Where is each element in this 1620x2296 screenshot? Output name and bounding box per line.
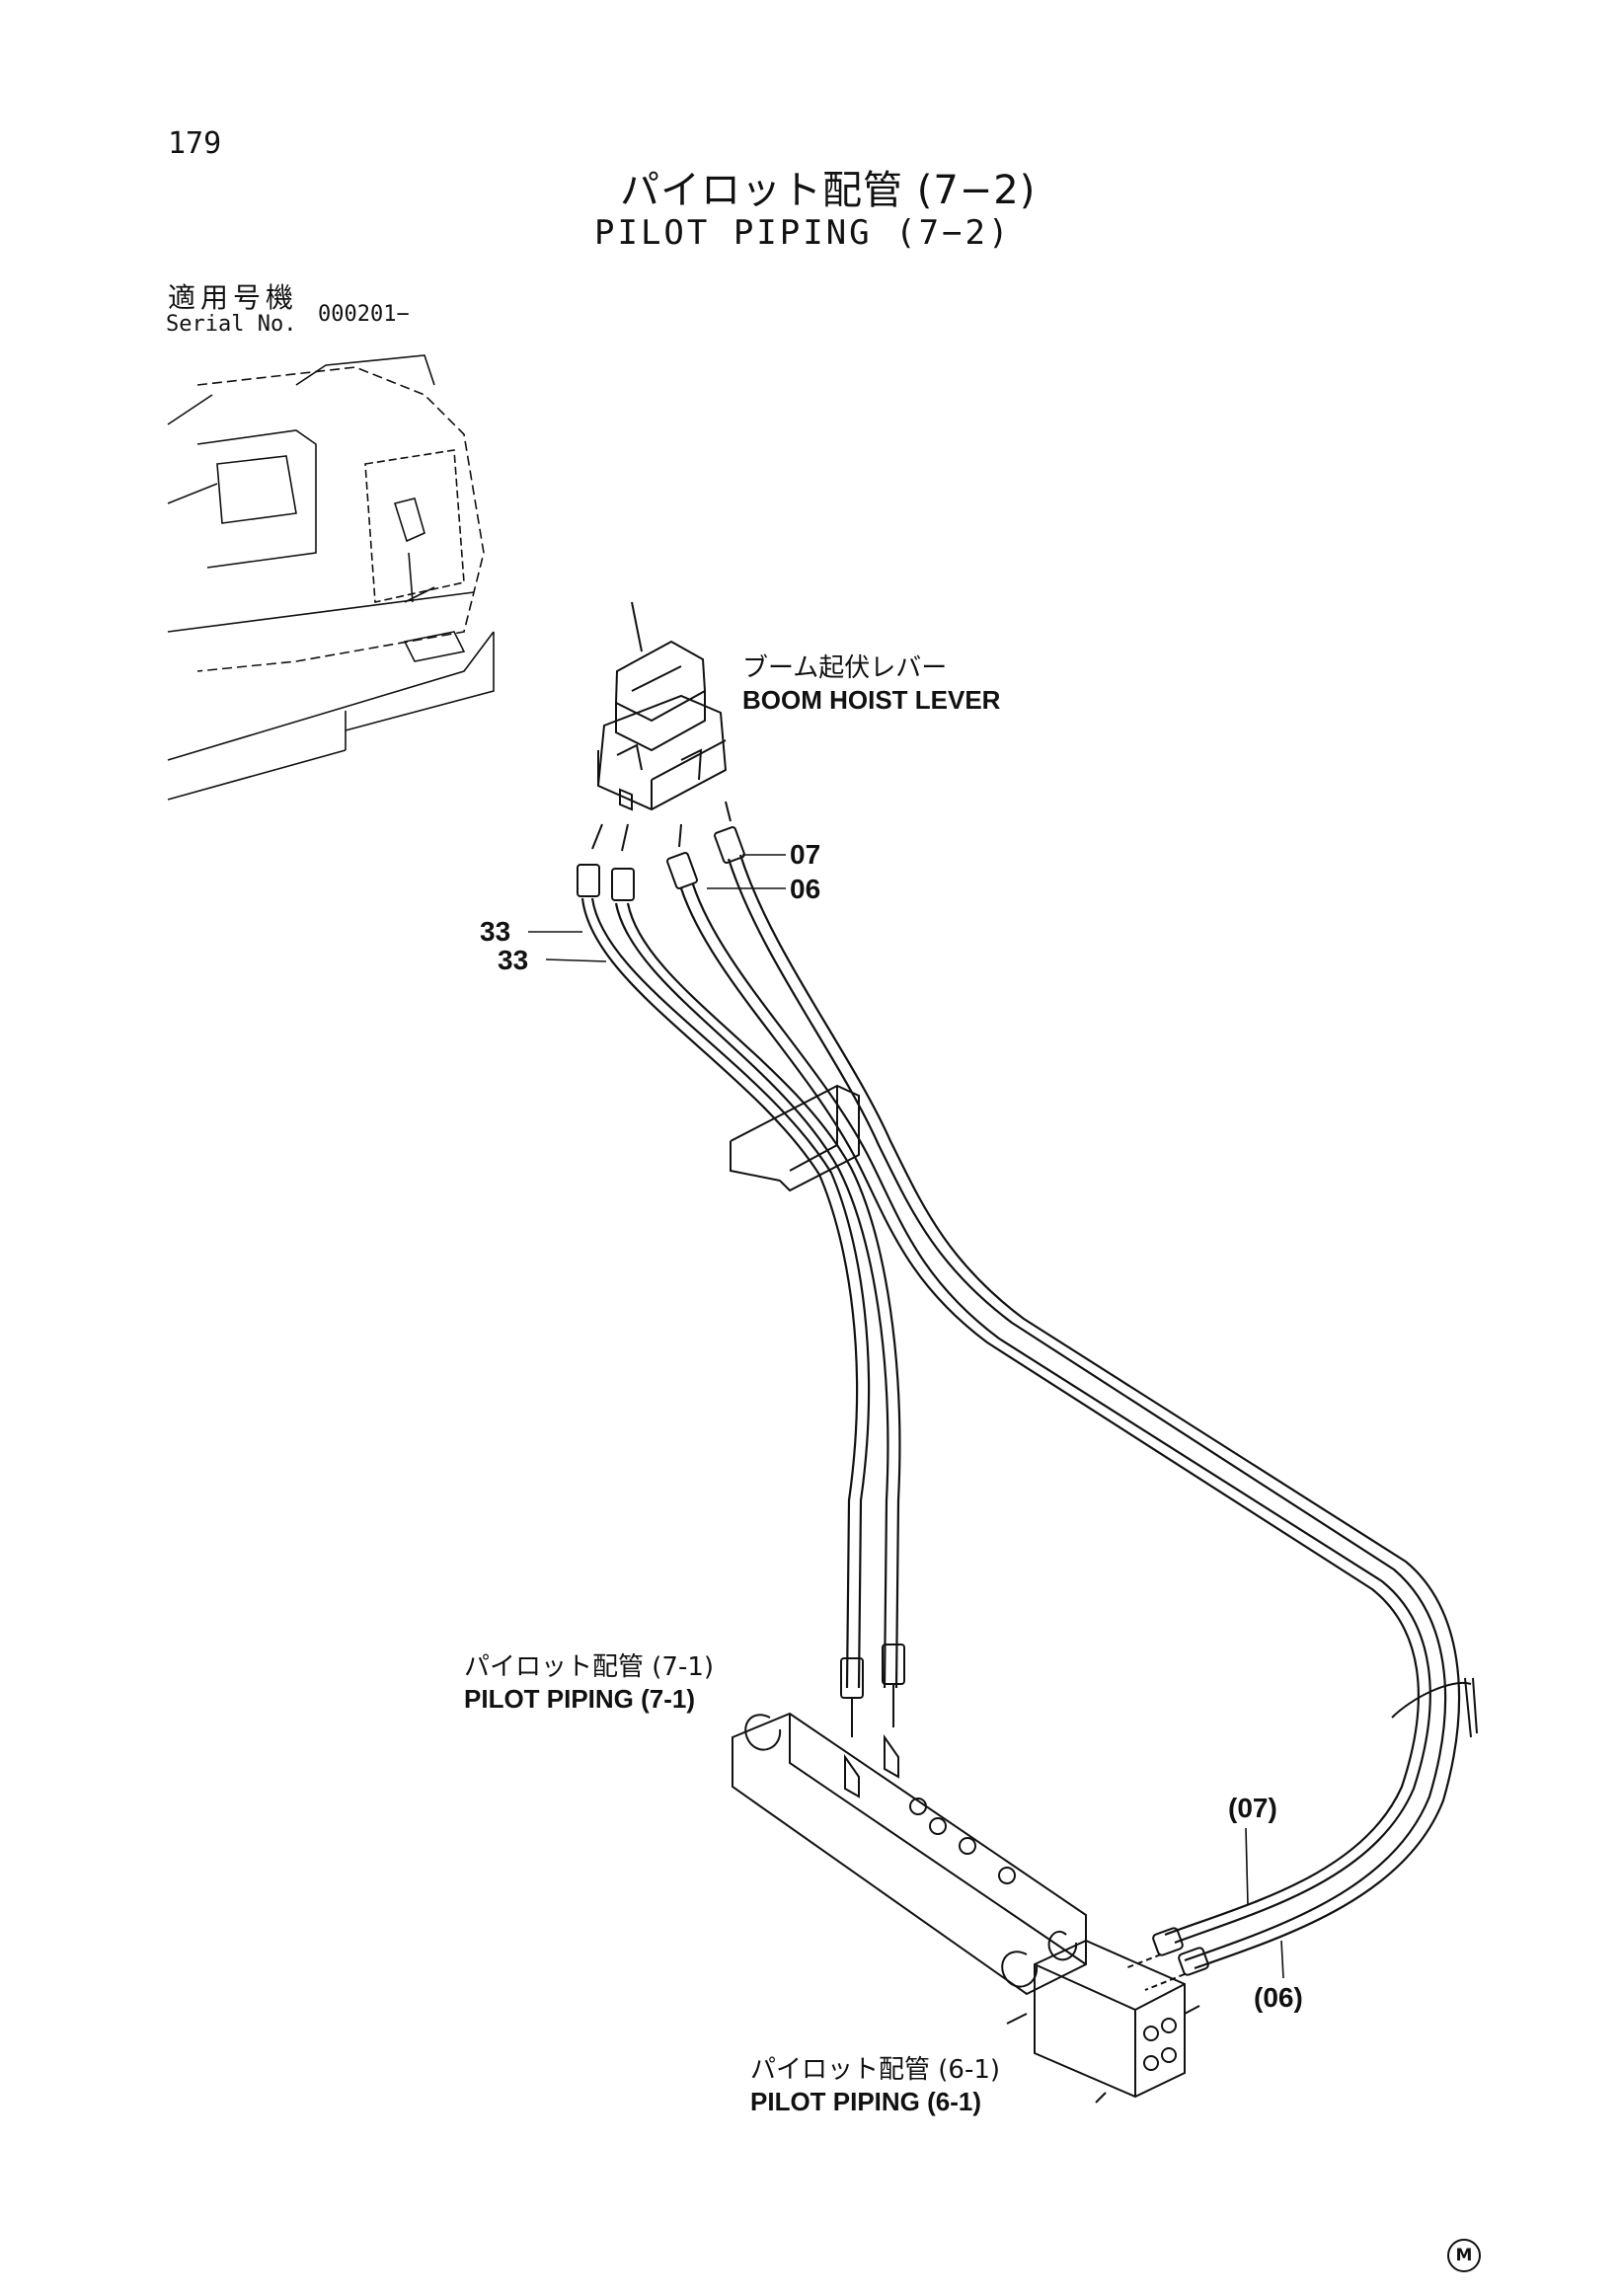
boom-hoist-lever-label-jp: ブーム起伏レバー xyxy=(742,653,948,683)
serial-label-japanese: 適用号機 xyxy=(168,281,299,314)
maker-mark-icon: M xyxy=(1447,2239,1481,2272)
page-title-english: PILOT PIPING (7−2) xyxy=(594,213,1012,253)
pilot-piping-6-1-block xyxy=(1006,1927,1209,2104)
page-number: 179 xyxy=(168,126,222,161)
page-title-japanese: パイロット配管 (7−2) xyxy=(620,168,1037,213)
ref-leader-lines xyxy=(1245,1827,1284,1979)
pilot-piping-7-1-label-jp: パイロット配管 (7-1) xyxy=(464,1652,715,1682)
pilot-piping-7-1-block xyxy=(732,1644,1087,1996)
part-label-07: 07 xyxy=(790,839,821,870)
boom-hoist-lever-valve xyxy=(596,601,728,811)
pilot-piping-7-1-label-en: PILOT PIPING (7-1) xyxy=(464,1684,696,1714)
valve-hose-fittings xyxy=(577,801,745,901)
part-leader-lines xyxy=(528,854,786,962)
machine-cab-outline xyxy=(167,354,495,801)
part-ref-label-07: (07) xyxy=(1228,1793,1277,1823)
serial-label-english: Serial No. xyxy=(166,312,297,337)
serial-number-value: 000201− xyxy=(318,302,410,327)
pilot-hose-bundle xyxy=(580,854,1461,1970)
pilot-piping-6-1-label-en: PILOT PIPING (6-1) xyxy=(750,2087,982,2116)
part-label-33-upper: 33 xyxy=(480,916,511,947)
part-label-33-lower: 33 xyxy=(498,945,529,975)
hose-clamp xyxy=(1391,1677,1478,1738)
pilot-piping-6-1-label-jp: パイロット配管 (6-1) xyxy=(750,2055,1001,2085)
part-ref-label-06: (06) xyxy=(1254,1982,1303,2013)
part-label-06: 06 xyxy=(790,874,821,904)
hose-bracket xyxy=(730,1084,860,1192)
boom-hoist-lever-label-en: BOOM HOIST LEVER xyxy=(742,685,1001,715)
